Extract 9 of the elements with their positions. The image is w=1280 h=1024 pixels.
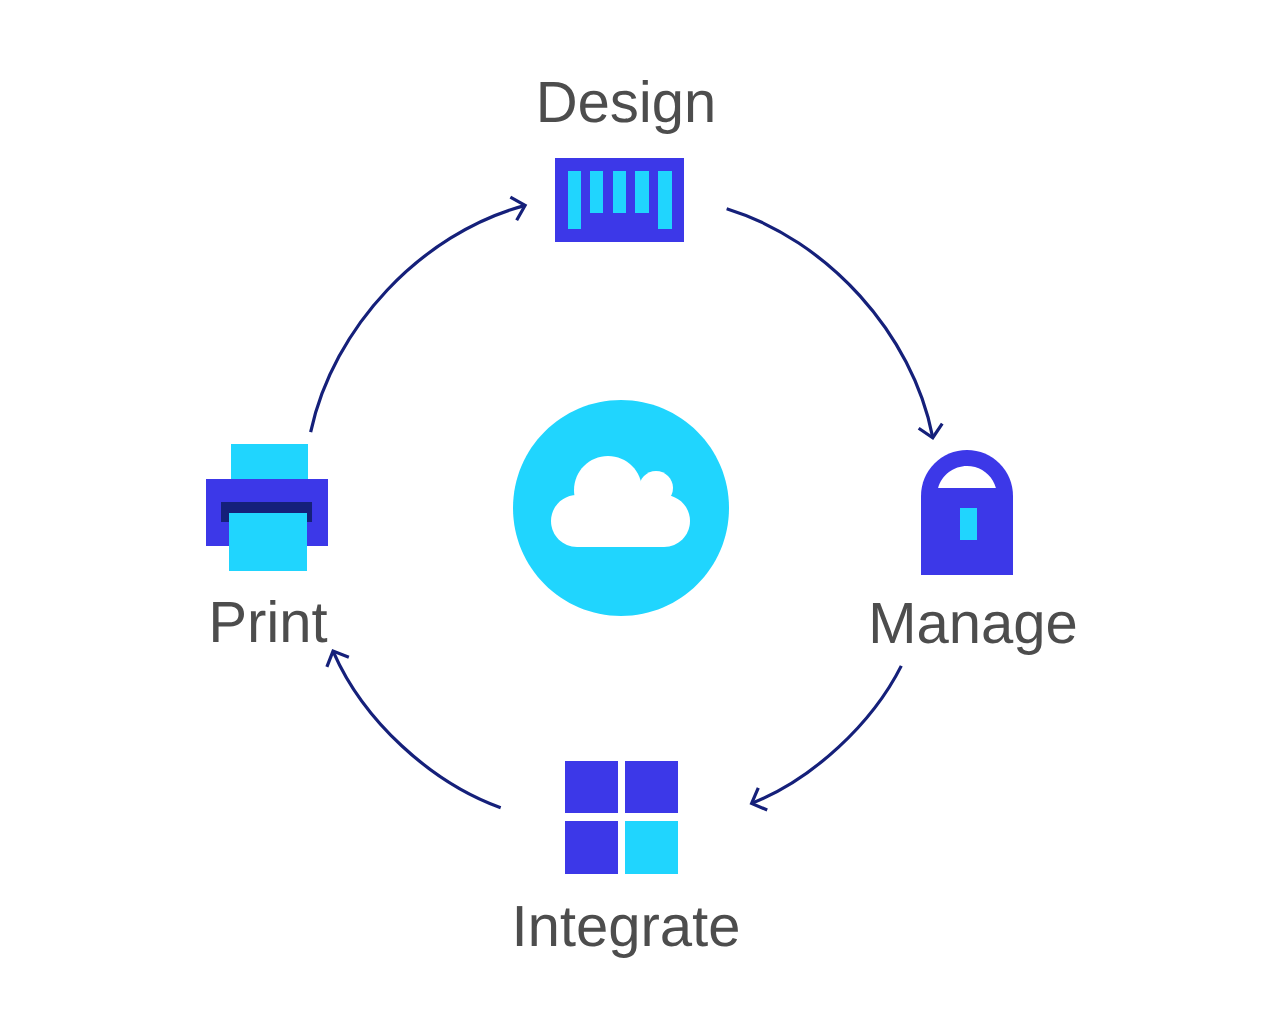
curved-arrow <box>726 207 944 440</box>
step-label: Integrate <box>516 906 738 958</box>
step-label: Manage <box>872 603 1076 655</box>
cloud-icon <box>513 400 729 616</box>
step-label: Print <box>213 599 328 643</box>
curved-arrow <box>309 195 528 433</box>
curved-arrow <box>325 649 502 810</box>
step-label: Design <box>540 79 713 134</box>
curved-arrow <box>749 665 903 812</box>
